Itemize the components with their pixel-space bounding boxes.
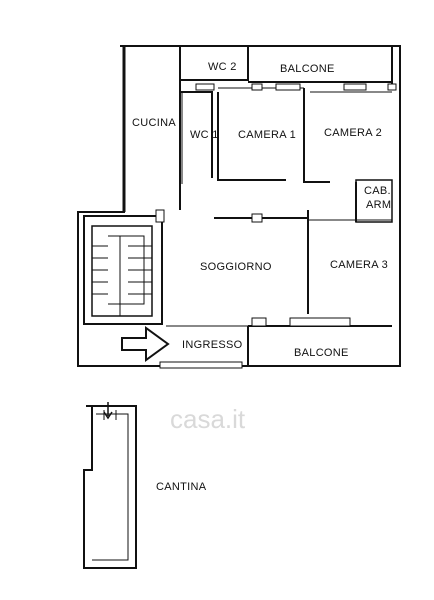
room-label-cab: CAB. — [364, 185, 391, 197]
room-label-wc2: WC 2 — [208, 61, 237, 73]
room-label-wc1: WC 1 — [190, 129, 219, 141]
room-label-balcone-bottom: BALCONE — [294, 347, 349, 359]
openings — [155, 83, 397, 369]
room-label-cantina: CANTINA — [156, 481, 207, 493]
arrow-down-icon — [103, 402, 113, 420]
room-label-cucina: CUCINA — [132, 117, 176, 129]
room-label-balcone-top: BALCONE — [280, 63, 335, 75]
room-label-soggiorno: SOGGIORNO — [200, 261, 272, 273]
room-label-ingresso: INGRESSO — [182, 339, 243, 351]
cellar-walls — [83, 405, 137, 569]
room-label-camera2: CAMERA 2 — [324, 127, 382, 139]
room-label-camera1: CAMERA 1 — [238, 129, 296, 141]
watermark: casa.it — [170, 404, 246, 434]
room-label-arm: ARM — [366, 199, 391, 211]
room-label-camera3: CAMERA 3 — [330, 259, 388, 271]
walls — [77, 45, 401, 367]
arrow-right-icon — [121, 326, 170, 362]
